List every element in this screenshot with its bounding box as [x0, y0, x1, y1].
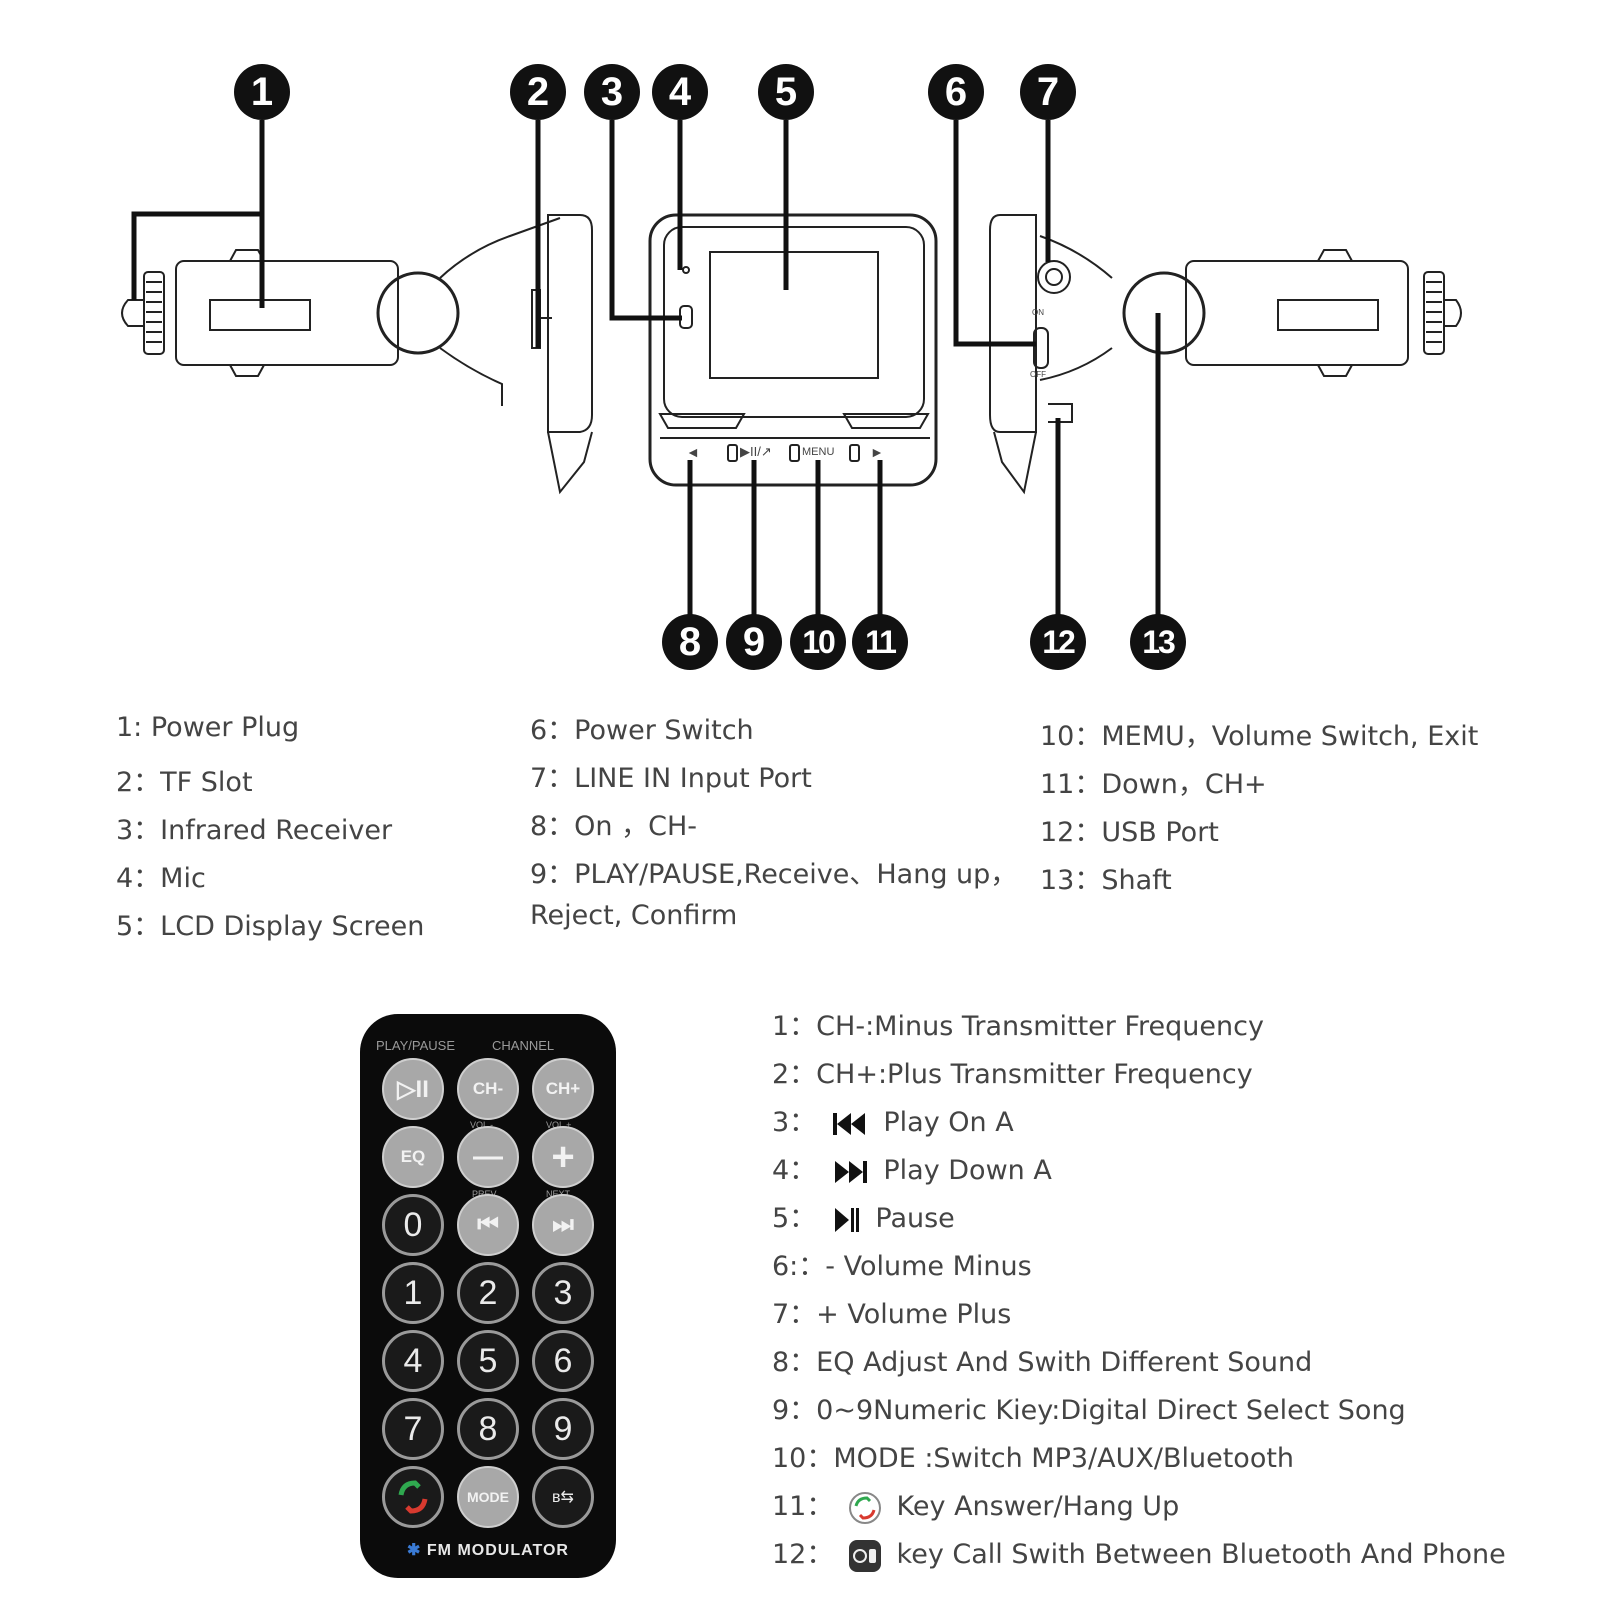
remote-legend-9: 9：0~9Numeric Kiey:Digital Direct Select … [772, 1395, 1406, 1426]
remote-legend-12-text: key Call Swith Between Bluetooth And Pho… [896, 1539, 1506, 1570]
ch-plus-key[interactable]: CH+ [532, 1058, 594, 1120]
callout-2: 2 [510, 64, 566, 120]
play-pause-key[interactable]: ▷II [382, 1058, 444, 1120]
digit-2-key[interactable]: 2 [457, 1262, 519, 1324]
next-track-icon [834, 1160, 867, 1183]
call-answer-hangup-key[interactable] [382, 1466, 444, 1528]
callout-6: 6 [928, 64, 984, 120]
prev-button-label: ◄ [686, 444, 700, 460]
prev-track-icon [832, 1112, 865, 1135]
volume-minus-key[interactable]: — [457, 1126, 519, 1188]
callout-5: 5 [758, 64, 814, 120]
remote-legend-8: 8：EQ Adjust And Swith Different Sound [772, 1347, 1313, 1378]
volume-plus-key[interactable]: + [532, 1126, 594, 1188]
digit-6-key[interactable]: 6 [532, 1330, 594, 1392]
callout-9: 9 [726, 614, 782, 670]
next-button-label: ► [870, 444, 884, 460]
digit-5-key[interactable]: 5 [457, 1330, 519, 1392]
digit-1-key[interactable]: 1 [382, 1262, 444, 1324]
brand-text: FM MODULATOR [426, 1542, 569, 1559]
next-track-key[interactable]: ⏭ [532, 1194, 594, 1256]
legend-8: 8：On ，CH- [530, 811, 698, 842]
prev-track-key[interactable]: ⏮ [457, 1194, 519, 1256]
legend-4: 4：Mic [116, 863, 206, 894]
remote-legend-7: 7：+ Volume Plus [772, 1299, 1012, 1330]
legend-3: 3：Infrared Receiver [116, 815, 393, 846]
legend-10: 10：MEMU，Volume Switch, Exit [1040, 721, 1479, 752]
call-icon [398, 1480, 428, 1514]
remote-legend-5-text: Pause [875, 1203, 955, 1234]
bluetooth-switch-icon [848, 1539, 881, 1572]
vol-minus-label: VOL - [470, 1120, 494, 1130]
remote-legend-11-prefix: 11： [772, 1491, 834, 1522]
legend-6: 6：Power Switch [530, 715, 754, 746]
menu-button-label: MENU [802, 446, 835, 458]
legend-12: 12：USB Port [1040, 817, 1219, 848]
legend-7: 7：LINE IN Input Port [530, 763, 812, 794]
ch-minus-key[interactable]: CH- [457, 1058, 519, 1120]
right-side-view [989, 214, 1462, 495]
remote-legend-3-prefix: 3： [772, 1107, 817, 1138]
remote-legend-4-text: Play Down A [883, 1155, 1052, 1186]
remote-control: PLAY/PAUSE CHANNEL ▷II CH- CH+ VOL - VOL… [360, 1014, 616, 1578]
remote-legend-11-text: Key Answer/Hang Up [896, 1491, 1180, 1522]
front-view [648, 213, 938, 487]
callout-3: 3 [584, 64, 640, 120]
play-pause-top-label: PLAY/PAUSE [376, 1038, 455, 1053]
remote-legend-3: 3： Play On A [772, 1100, 1014, 1139]
remote-legend-11: 11： Key Answer/Hang Up [772, 1484, 1179, 1525]
remote-legend-6: 6:：- Volume Minus [772, 1251, 1032, 1282]
remote-legend-10: 10：MODE :Switch MP3/AUX/Bluetooth [772, 1443, 1295, 1474]
legend-11: 11：Down，CH+ [1040, 769, 1267, 800]
remote-brand: ✱ FM MODULATOR [360, 1540, 616, 1560]
remote-legend-2: 2：CH+:Plus Transmitter Frequency [772, 1059, 1253, 1090]
left-side-view [121, 214, 593, 495]
leader-lines [131, 120, 1161, 622]
remote-legend-12-prefix: 12： [772, 1539, 834, 1570]
remote-legend-3-text: Play On A [883, 1107, 1014, 1138]
mode-key[interactable]: MODE [457, 1466, 519, 1528]
remote-legend-12: 12： key Call Swith Between Bluetooth And… [772, 1532, 1506, 1573]
digit-0-key[interactable]: 0 [382, 1194, 444, 1256]
remote-legend-4-prefix: 4： [772, 1155, 817, 1186]
remote-legend-5-prefix: 5： [772, 1203, 817, 1234]
bluetooth-phone-switch-key[interactable]: ʙ⇆ [532, 1466, 594, 1528]
digit-4-key[interactable]: 4 [382, 1330, 444, 1392]
legend-13: 13：Shaft [1040, 865, 1172, 896]
vol-plus-label: VOL + [546, 1120, 572, 1130]
remote-legend-1: 1：CH-:Minus Transmitter Frequency [772, 1011, 1264, 1042]
callout-8: 8 [662, 614, 718, 670]
play-pause-icon [834, 1207, 859, 1232]
callout-12: 12 [1030, 614, 1086, 670]
legend-5: 5：LCD Display Screen [116, 911, 425, 942]
callout-13: 13 [1130, 614, 1186, 670]
legend-1: 1: Power Plug [116, 712, 300, 743]
callout-10: 10 [790, 614, 846, 670]
legend-2: 2：TF Slot [116, 767, 253, 798]
legend-9: 9：PLAY/PAUSE,Receive、Hang up， [530, 859, 1018, 890]
switch-on-label: ON [1032, 308, 1044, 317]
callout-1: 1 [234, 64, 290, 120]
bluetooth-icon: ✱ [407, 1542, 422, 1559]
callout-4: 4 [652, 64, 708, 120]
digit-9-key[interactable]: 9 [532, 1398, 594, 1460]
digit-7-key[interactable]: 7 [382, 1398, 444, 1460]
remote-legend-4: 4： Play Down A [772, 1148, 1052, 1187]
legend-9-cont: Reject, Confirm [530, 900, 738, 931]
channel-top-label: CHANNEL [492, 1038, 555, 1053]
device-drawing [121, 120, 1462, 622]
callout-11: 11 [852, 614, 908, 670]
callout-7: 7 [1020, 64, 1076, 120]
call-answer-icon [848, 1491, 881, 1524]
play-button-label: ▶II/↗ [740, 444, 772, 459]
remote-legend-5: 5： Pause [772, 1196, 955, 1235]
switch-off-label: OFF [1030, 370, 1046, 379]
digit-3-key[interactable]: 3 [532, 1262, 594, 1324]
digit-8-key[interactable]: 8 [457, 1398, 519, 1460]
eq-key[interactable]: EQ [382, 1126, 444, 1188]
